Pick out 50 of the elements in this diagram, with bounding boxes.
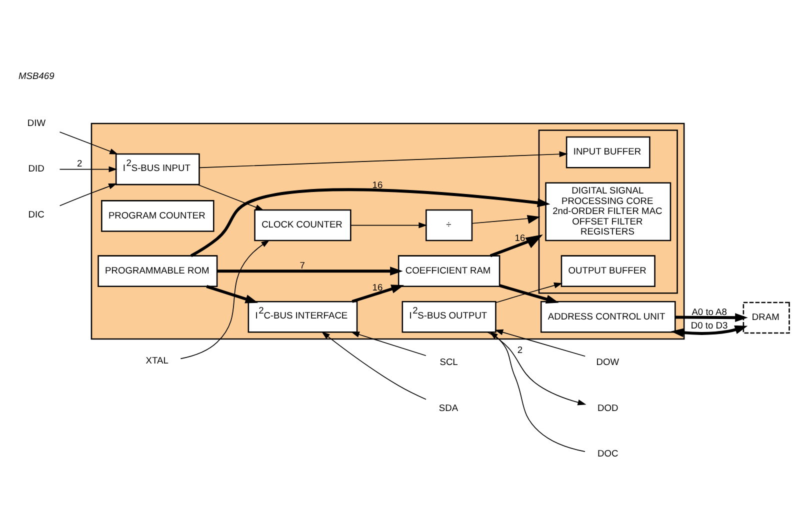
node-text: DOW bbox=[596, 356, 620, 367]
node-box: DIGITAL SIGNAL PROCESSING CORE 2nd-ORDER FILTER MAC OFFSET FILTER REGISTERS bbox=[545, 182, 672, 241]
arrow bbox=[206, 284, 258, 303]
arrow bbox=[352, 284, 404, 302]
edge-label: 7 bbox=[300, 260, 305, 270]
arrow bbox=[495, 282, 563, 303]
node-box: ÷ bbox=[426, 208, 473, 241]
edge-label: 16 bbox=[372, 179, 383, 190]
arrow bbox=[350, 222, 428, 228]
arrow bbox=[180, 239, 270, 359]
arrow bbox=[350, 331, 426, 356]
node-box: DRAM bbox=[742, 301, 790, 334]
node-text: XTAL bbox=[146, 354, 168, 365]
node-box: CLOCK COUNTER bbox=[254, 208, 352, 241]
edge-label: 16 bbox=[514, 232, 526, 243]
arrow bbox=[190, 188, 550, 257]
arrow bbox=[499, 284, 559, 304]
arrow bbox=[59, 182, 118, 206]
node-box: OUTPUT BUFFER bbox=[560, 254, 656, 286]
arrow bbox=[199, 150, 568, 168]
node-box: COEFFICIENT RAM bbox=[398, 254, 500, 286]
arrow bbox=[494, 328, 586, 356]
edge-label: 2 bbox=[77, 158, 82, 168]
node-text: DIW bbox=[27, 117, 46, 128]
node-box: PROGRAM COUNTER bbox=[101, 200, 214, 232]
arrow bbox=[472, 214, 540, 224]
label: MSB469 bbox=[18, 70, 54, 81]
edge-label: A0 to A8 bbox=[692, 306, 727, 317]
arrow bbox=[487, 331, 586, 405]
arrow bbox=[675, 312, 748, 322]
node-text: DIC bbox=[28, 208, 44, 219]
node-box: ADDRESS CONTROL UNIT bbox=[540, 300, 676, 332]
arrow bbox=[217, 266, 403, 276]
edge-label: D0 to D3 bbox=[690, 320, 728, 330]
node-text: DOD bbox=[598, 402, 618, 412]
node-text: SCL bbox=[440, 356, 458, 367]
node-text: DOC bbox=[598, 448, 618, 458]
node-text: SDA bbox=[438, 402, 458, 412]
arrow bbox=[670, 324, 748, 337]
arrow bbox=[490, 234, 543, 257]
node-box: PROGRAMMABLE ROM bbox=[98, 254, 218, 286]
node-text: DID bbox=[28, 163, 44, 174]
edge-label: 2 bbox=[517, 344, 523, 355]
arrow bbox=[59, 131, 118, 154]
arrow bbox=[197, 184, 264, 210]
node-box: INPUT BUFFER bbox=[566, 136, 650, 168]
arrow bbox=[489, 331, 586, 452]
arrow bbox=[321, 330, 426, 400]
arrow bbox=[59, 166, 118, 172]
edge-label: 16 bbox=[372, 282, 383, 292]
